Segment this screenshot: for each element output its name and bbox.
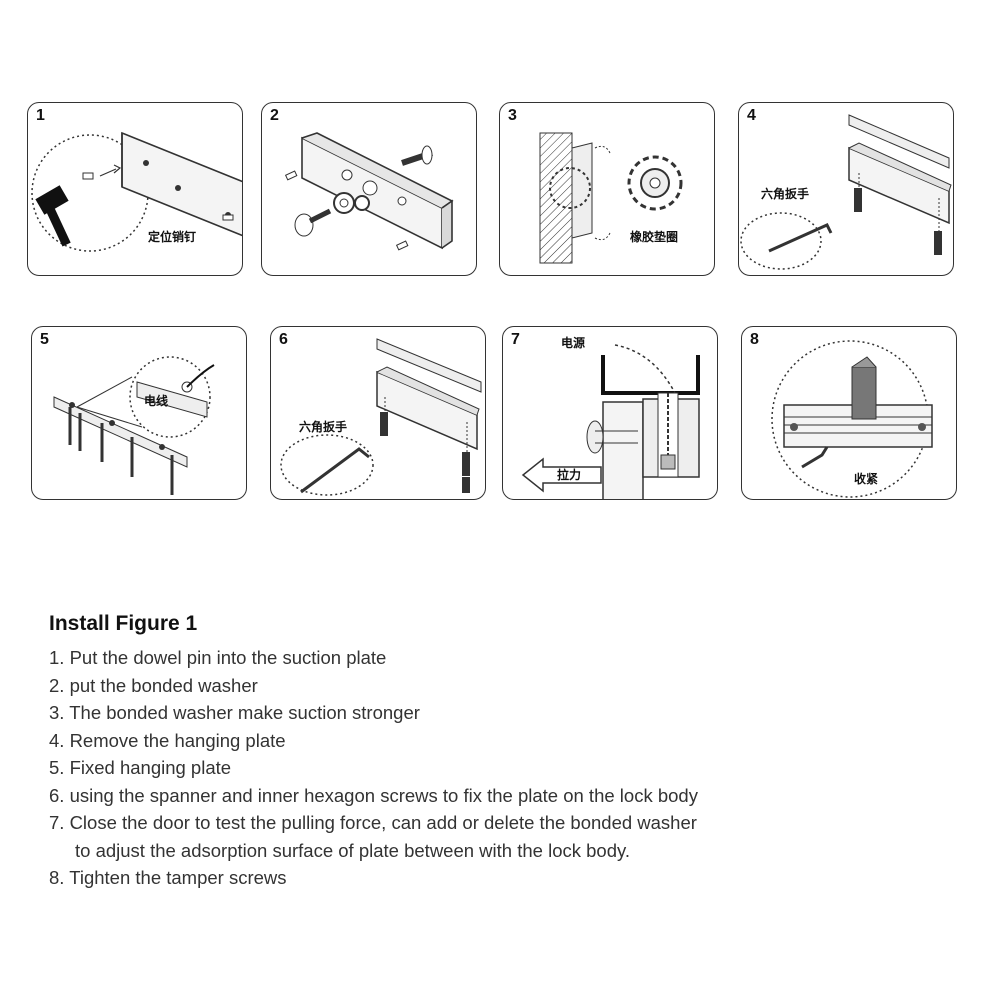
instructions-title: Install Figure 1 [49,612,198,635]
step-number: 1 [36,107,45,124]
step-number: 8 [750,331,759,348]
instruction-step: 4. Remove the hanging plate [49,729,286,751]
pull-arrow-icon [521,457,602,493]
instruction-step: 2. put the bonded washer [49,674,258,696]
step-7-panel: 7 拉力 电源 [502,326,718,500]
instruction-step: 5. Fixed hanging plate [49,757,232,778]
step-8-panel: 8 收紧 [741,326,957,500]
instruction-step: 6. using the spanner and inner hexagon s… [49,784,698,806]
step-2-panel: 2 [261,102,477,276]
step-4-panel: 4 六角扳手 [738,102,954,276]
step-5-panel: 5 电线 [31,326,247,500]
bonded-washer-diagram [284,132,454,251]
wire-label: 电线 [144,393,168,408]
step-number: 4 [747,107,756,124]
remove-plate-diagram: 六角扳手 [740,114,952,270]
step-3-panel: 3 橡胶垫圈 [499,102,715,276]
instruction-step: 8. Tighten the tamper screws [49,867,287,888]
step-6-panel: 6 六角扳手 [270,326,486,500]
tighten-screws-diagram: 收紧 [771,340,933,498]
fix-plate-spanner-diagram: 六角扳手 [280,338,482,496]
instruction-step: 3. The bonded washer make suction strong… [49,702,420,723]
instructions-section: Install Figure 1 1. Put the dowel pin in… [49,612,949,892]
instruction-step: 7. Close the door to test the pulling fo… [49,812,697,833]
step-number: 7 [511,331,520,348]
hammer-icon [35,185,71,247]
step-number: 3 [508,107,517,124]
pull-force-label: 拉力 [557,467,581,482]
hex-wrench-label: 六角扳手 [299,419,347,434]
step-number: 5 [40,331,49,348]
fix-hanging-plate-diagram: 电线 [53,356,215,495]
pull-force-test-diagram: 拉力 电源 [521,335,700,499]
step-number: 6 [279,331,288,348]
hex-wrench-label: 六角扳手 [761,186,809,201]
step-number: 2 [270,107,279,124]
tighten-label: 收紧 [854,471,878,486]
dowel-pin-label: 定位销钉 [148,229,196,244]
step-1-panel: 1 定位销钉 [27,102,243,276]
washer-icon [333,192,370,214]
wire-icon [186,364,215,388]
power-label: 电源 [561,335,585,350]
instruction-step: 1. Put the dowel pin into the suction pl… [49,647,387,668]
dowel-pin-diagram: 定位销钉 [31,131,242,252]
rubber-washer-diagram: 橡胶垫圈 [539,132,683,264]
instruction-step-continued: to adjust the adsorption surface of plat… [75,839,630,861]
bolt-icon [401,145,433,166]
rubber-washer-label: 橡胶垫圈 [630,229,678,244]
